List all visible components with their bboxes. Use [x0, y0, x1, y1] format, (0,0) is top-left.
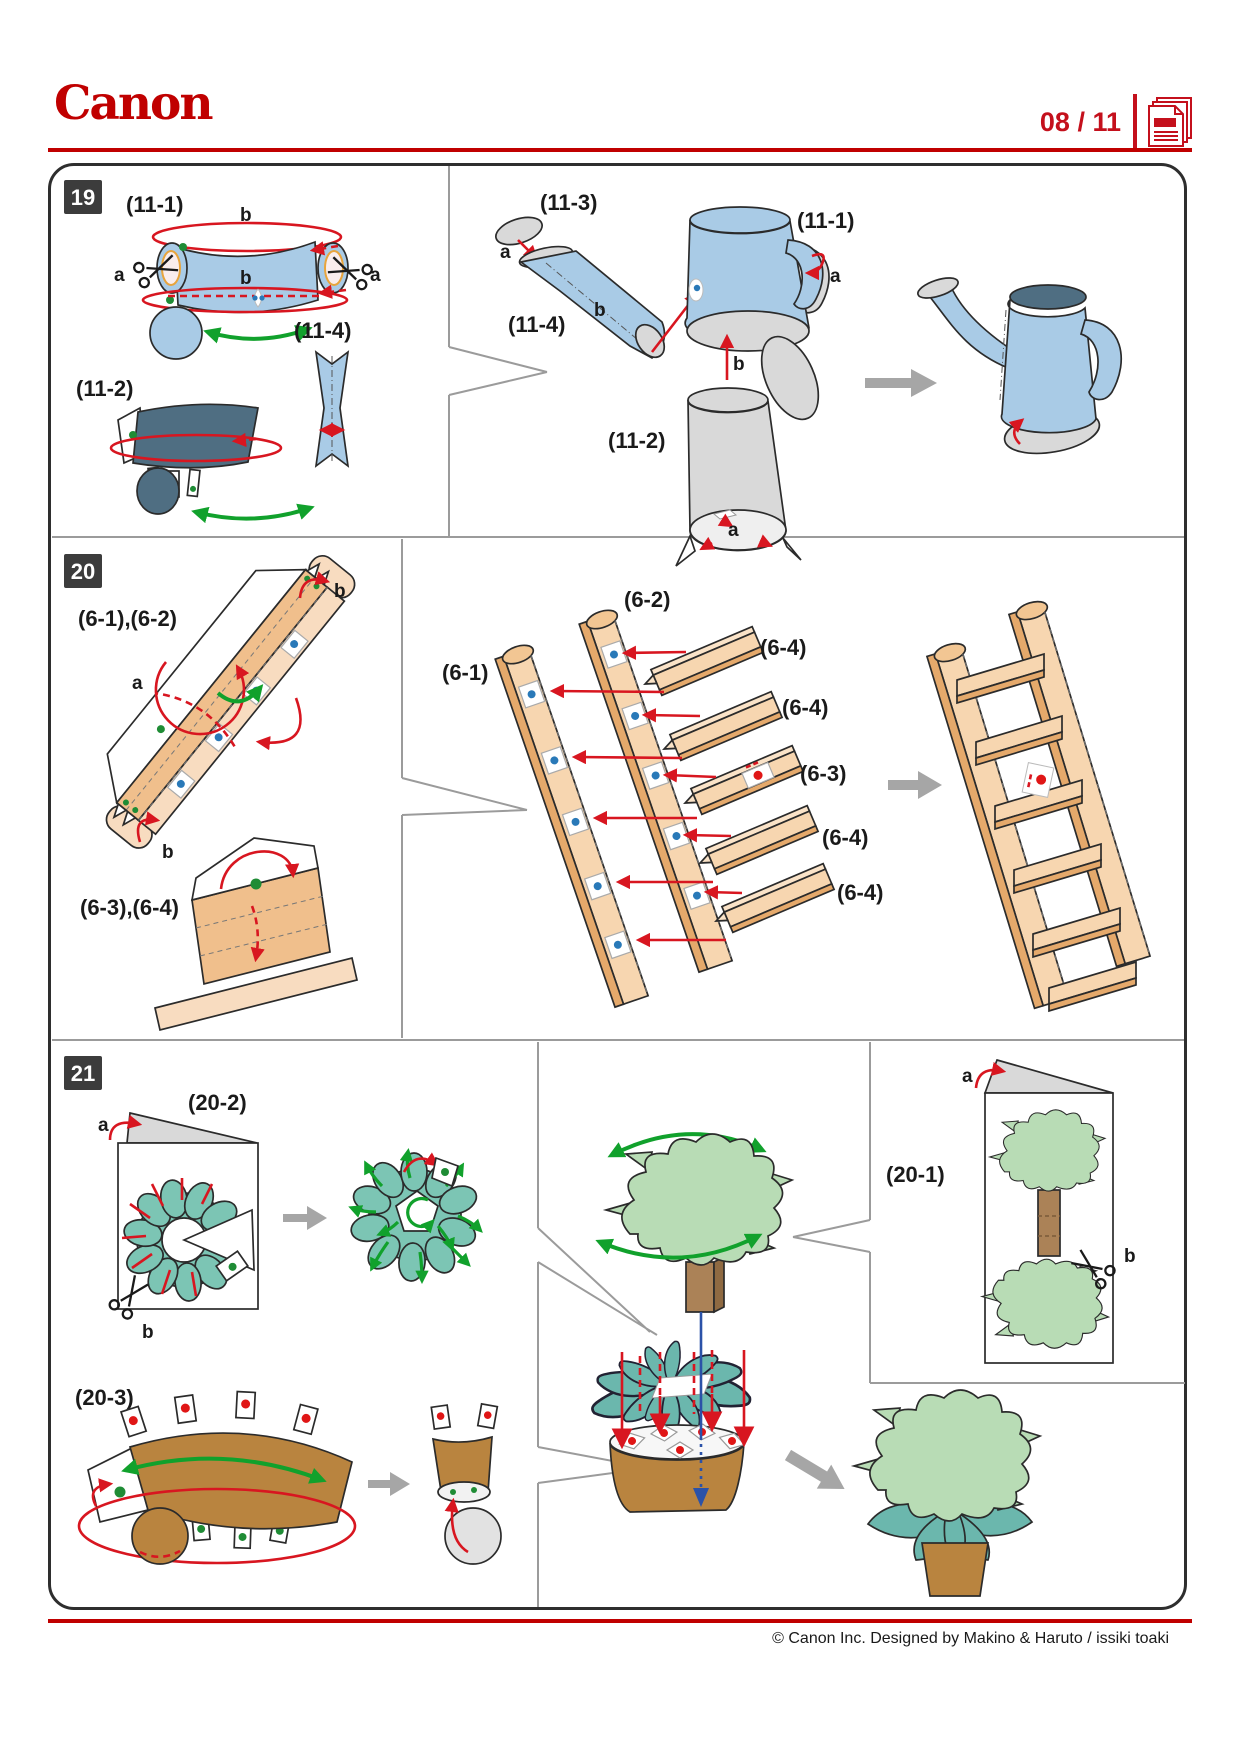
step-19-number: 19: [71, 185, 95, 210]
spout-piece-flat: (11-4): [294, 318, 351, 468]
step-20-number: 20: [71, 559, 95, 584]
part-label: (6-3): [800, 761, 846, 786]
pot: [609, 1422, 748, 1513]
inner-cylinder: a: [675, 387, 802, 567]
part-label: (6-4): [782, 695, 828, 720]
copyright-credit: © Canon Inc. Designed by Makino & Haruto…: [772, 1630, 1169, 1647]
step-19-badge: 19: [64, 180, 102, 214]
mark-a: a: [114, 265, 125, 286]
rail-6-1: [492, 640, 653, 1008]
rungs: [639, 625, 835, 938]
mark-a: a: [370, 265, 381, 286]
mark-a: a: [98, 1115, 109, 1136]
part-label: (11-4): [294, 318, 351, 343]
part-label: (20-1): [886, 1162, 945, 1187]
finished-watering-can: [917, 277, 1123, 455]
insert-arrows: [611, 1350, 755, 1450]
part-label: (6-1): [442, 660, 488, 685]
part-label: (11-2): [608, 428, 665, 453]
ladder-assembly: (6-1) (6-2): [442, 587, 883, 1008]
rolled-pot: [430, 1402, 502, 1565]
mark-b: b: [240, 205, 252, 226]
part-label: (6-4): [822, 825, 868, 850]
rail-6-2: [576, 605, 737, 973]
pages-icon: [1148, 97, 1192, 147]
page-indicator: 08 / 11: [1039, 106, 1121, 137]
mark-a: a: [962, 1066, 973, 1087]
header-divider-bar: [1133, 94, 1137, 150]
attach-arrows: [549, 645, 743, 948]
rail-piece-flat: (6-1),(6-2) b b: [78, 554, 356, 863]
leaf-ring-card: (20-2) a b: [98, 1090, 259, 1343]
step-20: 20 (6-1),(6-2): [64, 554, 1155, 1032]
mark-b: b: [162, 842, 174, 863]
arrow-right: [888, 771, 942, 799]
mark-b: b: [733, 354, 745, 375]
red-dot-patch: [1021, 762, 1055, 798]
header-rule: [48, 148, 1192, 152]
part-label: (6-4): [837, 880, 883, 905]
page-info: 08 / 11: [1040, 92, 1197, 152]
step-21: 21 (20-2) a b: [64, 1056, 1136, 1597]
part-label: (11-3): [540, 190, 597, 215]
ladder-rungs: [956, 652, 1137, 1013]
part-label: (6-2): [624, 587, 670, 612]
mark-b: b: [240, 268, 252, 289]
pot-band-flat: (20-3): [75, 1385, 357, 1565]
part-label: (20-3): [75, 1385, 134, 1410]
top-tabs: [119, 1390, 319, 1438]
plant-assembly: [587, 1132, 793, 1513]
part-label: (6-1),(6-2): [78, 606, 177, 631]
base-piece-flat: (11-2): [76, 376, 315, 524]
canon-logo: Canon: [54, 76, 214, 131]
mark-a: a: [500, 242, 511, 263]
part-label: (11-1): [126, 192, 183, 217]
mark-b: b: [334, 581, 346, 602]
section-dividers: [52, 166, 1185, 1607]
mark-b: b: [1124, 1246, 1136, 1267]
crumpled-leaf-ring: [347, 1148, 483, 1285]
part-label: (11-2): [76, 376, 133, 401]
part-label: (6-4): [760, 635, 806, 660]
footer-rule: [48, 1619, 1192, 1623]
mark-b: b: [594, 300, 606, 321]
step-20-badge: 20: [64, 554, 102, 588]
finished-plant: [853, 1389, 1041, 1597]
step-19: 19 (11-1) b b a a (11-2): [64, 180, 1123, 567]
leaf-rosette: [587, 1339, 755, 1440]
mark-b: b: [142, 1322, 154, 1343]
part-label: (20-2): [188, 1090, 247, 1115]
part-label: (11-1): [797, 208, 854, 233]
step-piece-flat: (6-3),(6-4): [80, 837, 359, 1032]
cut-lines: [121, 1178, 214, 1297]
arrow-right: [865, 369, 937, 397]
finished-ladder: [924, 597, 1155, 1013]
part-label: (6-3),(6-4): [80, 895, 179, 920]
tree-card: (20-1) a b: [886, 1058, 1136, 1364]
step-21-badge: 21: [64, 1056, 102, 1090]
body-piece-flat: (11-1) b b a a: [114, 192, 381, 360]
flat-leaf-ring: [121, 1177, 255, 1303]
arrow-right: [283, 1206, 327, 1230]
watering-can-assembly: (11-3) a (11-4) b (11-1) a b (11-2): [495, 190, 854, 567]
arrow-down-right: [784, 1449, 845, 1489]
mark-a: a: [132, 673, 143, 694]
mark-a: a: [830, 266, 841, 287]
part-label: (11-4): [508, 312, 565, 337]
mark-a: a: [728, 520, 739, 541]
arrow-right: [368, 1472, 410, 1496]
step-21-number: 21: [71, 1061, 95, 1086]
